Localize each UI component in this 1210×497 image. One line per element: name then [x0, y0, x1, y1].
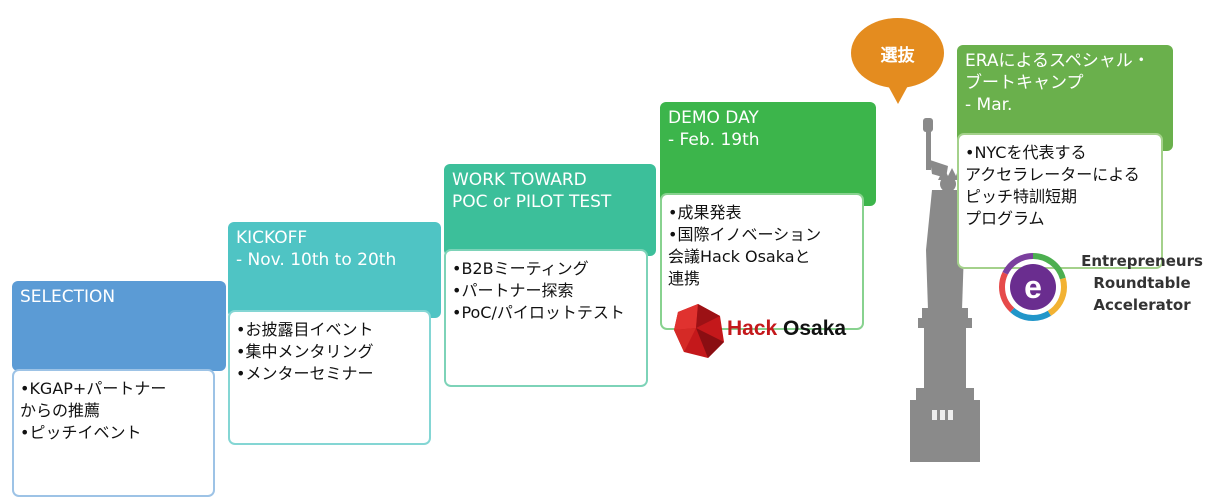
list-item: •集中メンタリング: [236, 342, 374, 361]
statue-of-liberty-icon: [910, 118, 980, 462]
era-line-1: Entrepreneurs: [1081, 252, 1203, 270]
selection-bubble: 選抜: [851, 18, 944, 88]
era-logo-icon: e: [999, 253, 1067, 321]
list-item: •パートナー探索: [452, 281, 574, 300]
list-item: •PoC/パイロットテスト: [452, 303, 625, 322]
osaka-word: Osaka: [783, 317, 847, 340]
step-demo-day-header: DEMO DAY - Feb. 19th: [660, 102, 876, 206]
list-item: •NYCを代表する アクセラレーターによる ピッチ特訓短期 プログラム: [965, 143, 1140, 228]
era-line-3: Accelerator: [1093, 296, 1191, 314]
step-kickoff-header: KICKOFF - Nov. 10th to 20th: [228, 222, 441, 318]
hack-word: Hack: [727, 317, 778, 340]
list-item: •KGAP+パートナー からの推薦: [20, 379, 167, 420]
step-work-toward-header: WORK TOWARD POC or PILOT TEST: [444, 164, 656, 256]
list-item: •成果発表: [668, 203, 742, 222]
list-item: •メンターセミナー: [236, 364, 374, 383]
era-logo-letter: e: [1024, 269, 1042, 305]
step-kickoff-card: •お披露目イベント •集中メンタリング •メンターセミナー: [228, 310, 431, 445]
hack-osaka-wordmark: Hack Osaka: [727, 317, 846, 341]
hack-osaka-logo-icon: [674, 304, 724, 358]
era-wordmark: Entrepreneurs Roundtable Accelerator: [1077, 250, 1207, 316]
list-item: •お披露目イベント: [236, 320, 374, 339]
list-item: •国際イノベーション 会議Hack Osakaと 連携: [668, 225, 822, 288]
era-line-2: Roundtable: [1093, 274, 1191, 292]
list-item: •ピッチイベント: [20, 423, 142, 442]
step-selection-header: SELECTION: [12, 281, 226, 371]
step-work-toward-card: •B2Bミーティング •パートナー探索 •PoC/パイロットテスト: [444, 249, 648, 387]
step-era-bootcamp-card: •NYCを代表する アクセラレーターによる ピッチ特訓短期 プログラム: [957, 133, 1163, 269]
list-item: •B2Bミーティング: [452, 259, 589, 278]
step-selection-card: •KGAP+パートナー からの推薦 •ピッチイベント: [12, 369, 215, 497]
selection-bubble-tail: [886, 82, 910, 104]
